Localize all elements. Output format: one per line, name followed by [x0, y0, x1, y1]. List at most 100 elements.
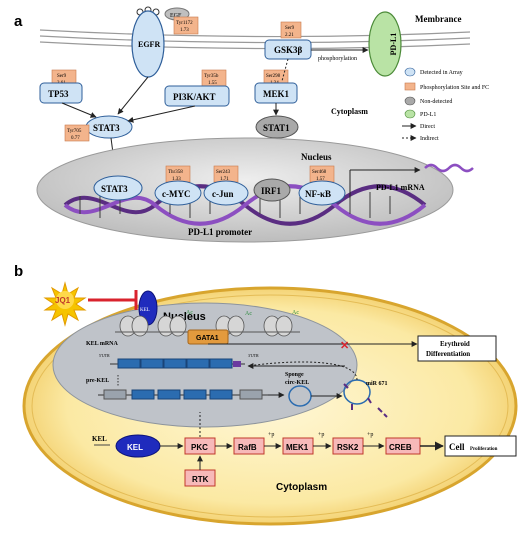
gsk3b-site-box — [280, 21, 302, 39]
circ-kel-label: circ-KEL — [285, 380, 309, 386]
pdl1-mrna-arrow — [349, 163, 474, 198]
erythroid-box — [417, 335, 497, 362]
kel-left-label: KEL — [92, 435, 107, 443]
erythroid-label-1: Erythroid — [440, 340, 470, 348]
jq1-sun-icon — [43, 281, 87, 327]
rtk-label: RTK — [192, 475, 209, 484]
nfkb-fc: 1.57 — [316, 177, 325, 182]
panel-a-label: a — [14, 13, 23, 30]
gsk3b-fc: 2.21 — [285, 33, 294, 38]
egf-label: EGF — [170, 13, 182, 19]
pi3k-site: Tyr35b — [204, 74, 219, 79]
egfr-label: EGFR — [138, 40, 160, 49]
mir-fragments — [343, 383, 388, 418]
cmyc-site: Thr358 — [168, 170, 183, 175]
mek1-b-label: MEK1 — [286, 443, 309, 452]
pdl1-label: PD-L1 — [389, 33, 398, 56]
legend-item-detected: Detected in Array — [420, 70, 463, 76]
egfr-site-box — [173, 16, 199, 35]
p-mark-2: +p — [318, 432, 324, 438]
stat3-nuclear-label: STAT3 — [101, 184, 128, 194]
tp53-node — [39, 82, 83, 104]
cell-pro-label-1: Cell — [449, 442, 465, 452]
phospho-marks: +p +p +p — [268, 432, 373, 438]
stat3-site-box — [64, 124, 90, 142]
block-x-icon: ✕ — [340, 340, 349, 352]
pre-kel-exons — [98, 375, 270, 400]
utr3-label-1: 3'UTR — [248, 353, 259, 358]
cytoplasm-label-a: Cytoplasm — [331, 107, 368, 116]
ac-mark-2: Ac — [245, 311, 252, 317]
promoter-label: PD-L1 promoter — [188, 227, 252, 237]
legend-item-phospho: Phosphorylation Site and FC — [420, 85, 489, 91]
cmyc-label: c-MYC — [162, 189, 191, 199]
nfkb-site: Ser468 — [312, 170, 327, 175]
creb-label: CREB — [389, 443, 412, 452]
pi3k-fc: 1.55 — [208, 81, 217, 86]
nfkb-label: NF-κB — [305, 189, 331, 199]
stat3-nuclear-node — [93, 175, 143, 201]
panel-b-label: b — [14, 263, 23, 280]
stat1-label: STAT1 — [263, 123, 290, 133]
cytoplasm-label-b: Cytoplasm — [276, 482, 327, 493]
mek1-site: Ser298 — [266, 74, 281, 79]
pi3k-label: PI3K/AKT — [173, 92, 216, 102]
pkc-label: PKC — [191, 443, 208, 452]
kinase-cascade — [184, 412, 444, 487]
kel-mrna-exons — [110, 358, 245, 369]
kel-oval-label: KEL — [127, 443, 143, 452]
pre-kel-label: pre-KEL — [86, 378, 109, 384]
cjun-node — [203, 180, 249, 206]
irf1-label: IRF1 — [261, 186, 281, 196]
ac-mark-1: Ac — [186, 310, 193, 316]
p-mark-3: +p — [367, 432, 373, 438]
egfr-fc: 1.73 — [180, 28, 189, 33]
nfkb-node — [298, 180, 346, 206]
rsk2-label: RSK2 — [337, 443, 359, 452]
phosphorylation-label: phosphorylation — [318, 56, 357, 62]
stat3-site: Tyr705 — [67, 129, 82, 134]
cjun-site: Ser243 — [216, 170, 231, 175]
legend-item-pdl1: PD-L1 — [420, 112, 436, 118]
stat3-label: STAT3 — [93, 123, 120, 133]
kel-top-label: KEL — [140, 308, 150, 313]
cell-membrane-inner — [31, 294, 509, 518]
tp53-site: Ser9 — [57, 74, 67, 79]
egfr-site: Tyr1172 — [176, 21, 193, 26]
gsk3b-label: GSK3β — [274, 45, 303, 55]
stat3-fc: 0.77 — [71, 136, 80, 141]
erythroid-label-2: Differentiation — [426, 350, 470, 358]
nucleus-label-a: Nucleus — [301, 152, 332, 162]
cell-pro-label-2: Proliferation — [470, 447, 498, 452]
kel-mrna-label: KEL mRNA — [86, 341, 119, 347]
legend: Detected in Array Phosphorylation Site a… — [402, 67, 489, 142]
mir-back-arrow — [247, 361, 358, 381]
tp53-label: TP53 — [48, 89, 69, 99]
cjun-fc: 1.71 — [220, 177, 229, 182]
cmyc-fc: 1.33 — [172, 177, 181, 182]
legend-item-nondetected: Non-detected — [420, 99, 452, 105]
pi3k-node — [164, 85, 230, 107]
legend-item-indirect: Indirect — [420, 136, 439, 142]
membrane-label: Membrance — [415, 14, 461, 24]
rafb-label: RafB — [238, 443, 257, 452]
membrane — [39, 29, 471, 50]
irf1-node — [253, 178, 291, 202]
mek1-label: MEK1 — [263, 89, 289, 99]
p-mark-1: +p — [268, 432, 274, 438]
legend-item-direct: Direct — [420, 124, 435, 130]
sponge-label: Sponge — [285, 372, 304, 378]
pdl1-mrna-label: PD-L1 mRNA — [376, 183, 425, 192]
gsk3b-site: Ser9 — [285, 26, 295, 31]
utr5-label-1: 5'UTR — [99, 353, 110, 358]
jq1-label: JQ1 — [55, 296, 71, 305]
ac-mark-3: Ac — [292, 310, 299, 316]
cell-proliferation-box — [444, 435, 517, 457]
gata1-label: GATA1 — [196, 335, 219, 342]
mir-label: miR 671 — [366, 381, 388, 387]
pdl1-node — [368, 11, 402, 77]
cjun-label: c-Jun — [212, 189, 234, 199]
acetyl-marks: Ac Ac Ac — [186, 310, 299, 317]
